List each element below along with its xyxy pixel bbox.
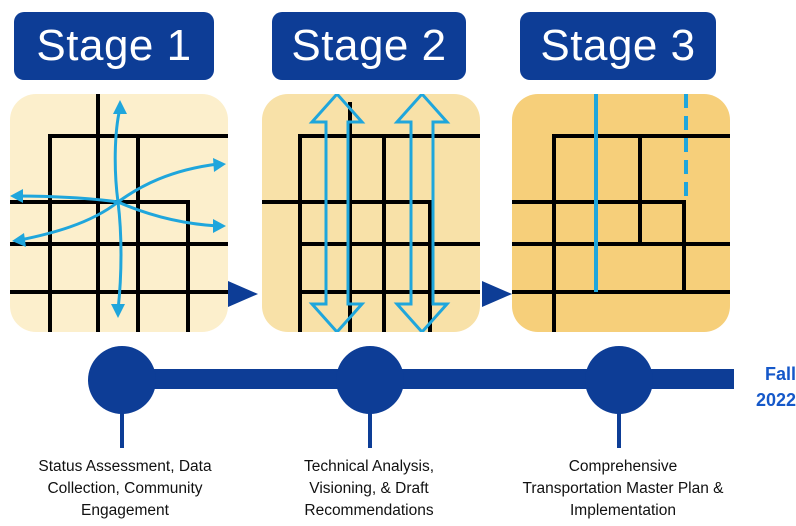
street-grid-icon bbox=[10, 94, 228, 332]
milestone-1 bbox=[88, 346, 156, 414]
stage-3-caption-line: Implementation bbox=[570, 502, 676, 519]
timeline-season: Fall bbox=[764, 364, 796, 384]
timeline-end-date: Fall 2022 bbox=[738, 361, 796, 413]
stage-3-header: Stage 3 bbox=[520, 12, 716, 80]
double-headed-arrow-icon bbox=[308, 94, 451, 332]
street-grid-icon bbox=[262, 94, 480, 332]
stage-2-panel bbox=[262, 94, 480, 332]
timeline-bar bbox=[120, 369, 734, 389]
stage-2-caption-line: Technical Analysis, bbox=[303, 458, 435, 475]
timeline bbox=[88, 346, 734, 448]
stage-2-caption-line: Visioning, & Draft bbox=[309, 480, 429, 497]
stage-1-caption: Status Assessment, Data Collection, Comm… bbox=[0, 456, 250, 522]
stage-2-caption-line: Recommendations bbox=[304, 502, 434, 519]
stage-1-header: Stage 1 bbox=[14, 12, 214, 80]
stage-3-panel bbox=[512, 94, 730, 332]
stage-3-caption-line: Comprehensive bbox=[568, 458, 678, 475]
stage-3-caption: Comprehensive Transportation Master Plan… bbox=[492, 456, 754, 522]
stage-3-title: Stage 3 bbox=[540, 21, 696, 70]
stage-1-caption-line: Collection, Community bbox=[47, 480, 203, 497]
next-stage-arrow-icon bbox=[228, 281, 258, 307]
network-improvement-line-icon bbox=[594, 94, 688, 292]
stage-1-panel bbox=[10, 94, 228, 332]
stage-1-caption-line: Engagement bbox=[81, 502, 169, 519]
milestone-2 bbox=[336, 346, 404, 414]
stage-1-title: Stage 1 bbox=[36, 21, 192, 70]
stage-2-title: Stage 2 bbox=[291, 21, 447, 70]
multidirectional-arrows-icon bbox=[17, 107, 219, 311]
stage-1-caption-line: Status Assessment, Data bbox=[38, 458, 212, 475]
street-grid-icon bbox=[512, 94, 730, 332]
milestone-3 bbox=[585, 346, 653, 414]
stage-2-caption: Technical Analysis, Visioning, & Draft R… bbox=[244, 456, 494, 522]
next-stage-arrow-icon bbox=[482, 281, 512, 307]
stage-2-header: Stage 2 bbox=[272, 12, 466, 80]
timeline-year: 2022 bbox=[755, 390, 796, 410]
stage-3-caption-line: Transportation Master Plan & bbox=[522, 480, 724, 497]
